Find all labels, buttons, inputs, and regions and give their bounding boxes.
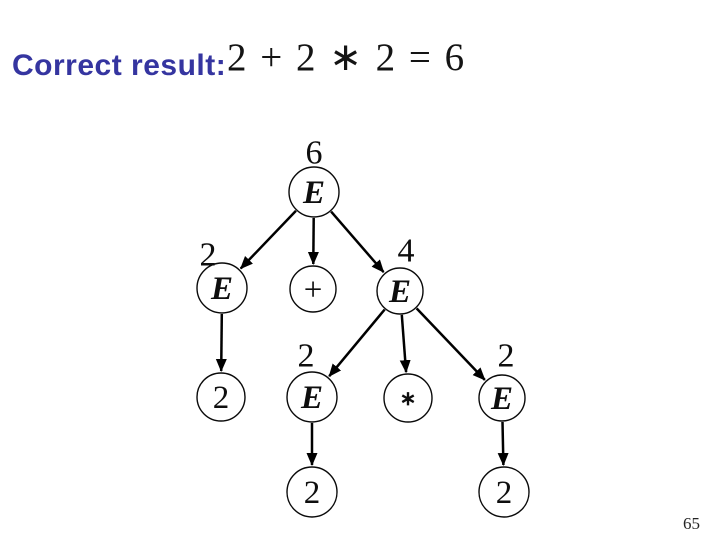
page-number: 65 [683, 514, 700, 533]
tree-edge-e-right-to-star [399, 314, 411, 374]
node-label: ∗ [400, 388, 417, 410]
tree-node-leaf-mid: 2 [286, 466, 338, 518]
node-circle [478, 466, 530, 518]
tree-node-leaf-left: 2 [196, 372, 246, 422]
node-circle [376, 267, 424, 315]
tree-node-e-right: E4 [376, 233, 424, 315]
tree-edge-e-right-to-e-right2 [415, 307, 486, 381]
node-label: + [304, 272, 323, 308]
node-circle [286, 466, 338, 518]
node-circle [286, 371, 338, 423]
node-label: E [300, 380, 323, 416]
node-label: 2 [213, 380, 230, 416]
node-circle [196, 372, 246, 422]
tree-node-plus: + [289, 265, 337, 313]
tree-edge-e-right2-to-leaf-right [497, 421, 509, 466]
node-circle [289, 265, 337, 313]
node-label: E [490, 381, 513, 417]
node-annotation: 4 [398, 233, 415, 270]
tree-node-leaf-right: 2 [478, 466, 530, 518]
tree-node-e-right2: E2 [478, 338, 526, 422]
node-circle [288, 166, 340, 218]
tree-edge-e-right-to-e-mid [328, 308, 386, 377]
tree-edge-root-to-e-left [239, 209, 297, 270]
slide-title: Correct result: [12, 49, 227, 82]
node-annotation: 6 [306, 135, 323, 172]
tree-node-root: E6 [288, 135, 340, 218]
tree-node-e-mid: E2 [286, 338, 338, 423]
node-annotation: 2 [498, 338, 515, 375]
tree-node-e-left: E2 [196, 237, 248, 314]
node-annotation: 2 [200, 237, 217, 274]
node-label: E [210, 271, 233, 307]
node-circle [478, 374, 526, 422]
tree-edges-layer [215, 209, 509, 466]
tree-node-star: ∗ [383, 373, 433, 423]
node-label: 2 [496, 475, 513, 511]
node-label: E [388, 274, 411, 310]
tree-edge-root-to-e-right [330, 210, 385, 273]
formula-expression: 2 + 2 ∗ 2 = 6 [227, 36, 467, 79]
node-circle [383, 373, 433, 423]
node-label: 2 [304, 475, 321, 511]
tree-edge-e-left-to-leaf-left [215, 313, 227, 372]
node-annotation: 2 [298, 338, 315, 375]
node-circle [196, 262, 248, 314]
node-label: E [302, 175, 325, 211]
